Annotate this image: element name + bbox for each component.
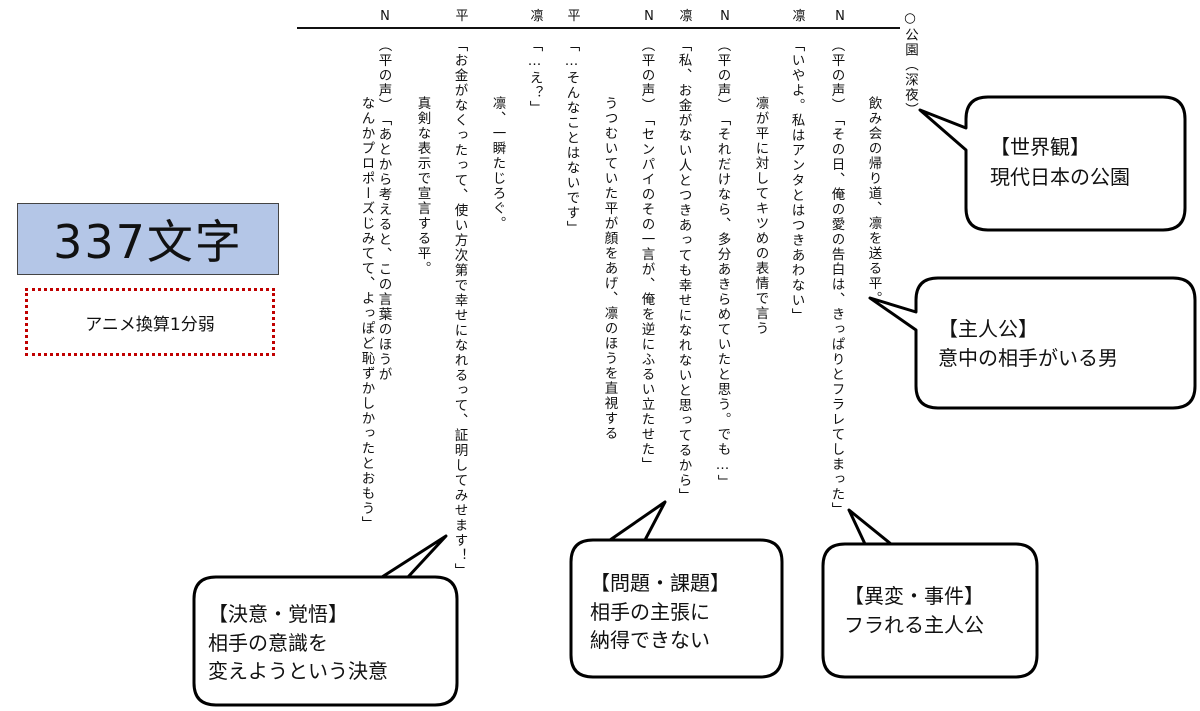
action-line: 凛が平に対してキツめの表情で言う: [752, 96, 769, 336]
callout-hero-title: 【主人公】: [938, 317, 1038, 341]
callout-bubble-hero: [868, 276, 1197, 410]
speaker-label: 凛: [792, 9, 806, 24]
speaker-label: 平: [567, 9, 581, 24]
speaker-label: 平: [455, 9, 469, 24]
voice-tag: （平の声）: [375, 38, 392, 113]
callout-world-body: 現代日本の公園: [990, 165, 1130, 189]
action-line: 飲み会の帰り道、凛を送る平。: [865, 96, 882, 306]
callout-bubble-world: [918, 95, 1187, 232]
callout-resolve-title: 【決意・覚悟】: [208, 602, 348, 626]
dialogue-line: 「センパイのその一言が、俺を逆にふるい立たせた」: [638, 112, 655, 472]
callout-hero-body: 意中の相手がいる男: [938, 346, 1118, 370]
callout-resolve-body-1: 相手の意識を: [208, 631, 328, 655]
dialogue-line: なんかプロポーズじみてて、よっぽど恥ずかしかったとおもう」: [358, 96, 375, 531]
character-count-box: 337文字: [17, 203, 279, 275]
dialogue-line: 「お金がなくったって、使い方次第で幸せになれるって、証明してみせます！」: [451, 38, 468, 578]
speaker-label: N: [720, 9, 730, 24]
dialogue-line: 「…え？」: [526, 38, 543, 116]
speaker-label: 凛: [530, 9, 544, 24]
speaker-label: N: [644, 9, 654, 24]
action-line: 真剣な表示で宣言する平。: [414, 96, 431, 276]
dialogue-line: 「あとから考えると、この言葉のほうが: [375, 112, 392, 382]
speaker-label: N: [835, 9, 845, 24]
dialogue-line: 「いやよ。私はアンタとはつきあわない」: [788, 38, 805, 323]
dialogue-line: 「…そんなことはないです」: [563, 38, 580, 236]
voice-tag: （平の声）: [714, 38, 731, 113]
scene-heading: ○公園（深夜）: [902, 10, 918, 118]
callout-resolve-body-2: 変えようという決意: [208, 659, 388, 683]
callout-incident-body: フラれる主人公: [844, 613, 984, 637]
callout-bubble-resolve: [192, 534, 459, 707]
action-line: うつむいていた平が顔をあげ、凛のほうを直視する: [601, 96, 618, 441]
callout-world-title: 【世界観】: [990, 135, 1090, 159]
callout-problem-body-1: 相手の主張に: [590, 600, 710, 624]
speaker-label: 凛: [679, 9, 693, 24]
action-line: 凛、一瞬たじろぐ。: [489, 96, 506, 231]
anime-duration-note: アニメ換算1分弱: [25, 288, 275, 356]
voice-tag: （平の声）: [638, 38, 655, 113]
dialogue-line: 「それだけなら、多分あきらめていたと思う。でも…」: [714, 112, 731, 490]
dialogue-line: 「私、お金がない人とつきあっても幸せになれないと思ってるから」: [675, 38, 692, 503]
callout-bubble-problem: [569, 500, 784, 679]
dialogue-line: 「その日、俺の愛の告白は、きっぱりとフラレてしまった」: [828, 112, 845, 517]
callout-problem-body-2: 納得できない: [590, 628, 710, 652]
voice-tag: （平の声）: [828, 38, 845, 113]
callout-bubble-incident: [821, 508, 1039, 679]
header-rule: [297, 27, 900, 29]
speaker-label: N: [380, 9, 390, 24]
callout-incident-title: 【異変・事件】: [844, 584, 984, 608]
callout-problem-title: 【問題・課題】: [590, 571, 730, 595]
